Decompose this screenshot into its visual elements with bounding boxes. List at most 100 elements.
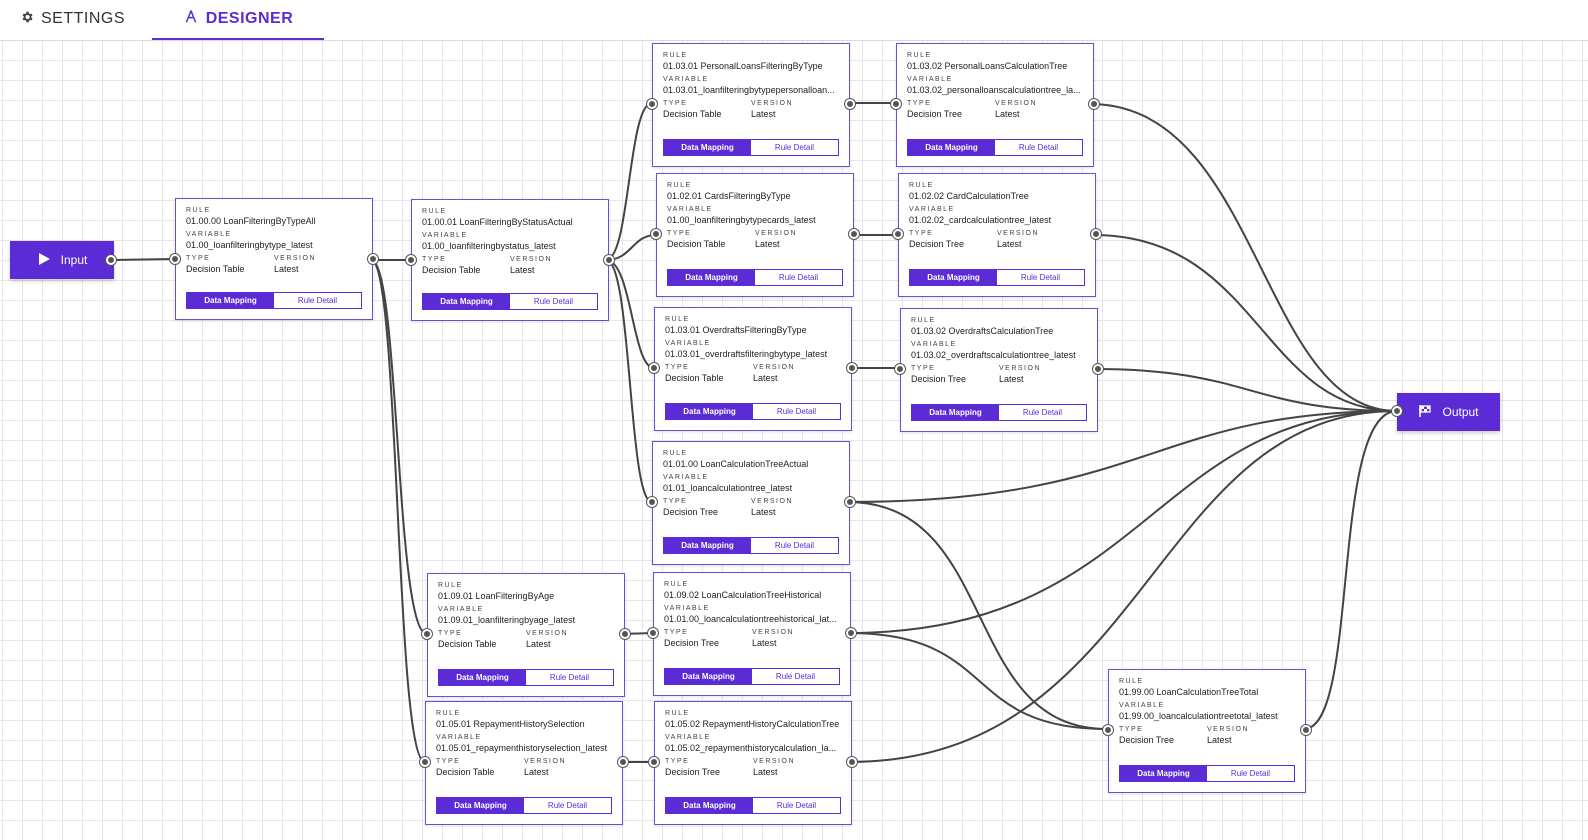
node-input-port[interactable]	[647, 99, 657, 109]
version-value: Latest	[753, 373, 778, 383]
node-output-port[interactable]	[847, 363, 857, 373]
rule-detail-button[interactable]: Rule Detail	[510, 294, 597, 309]
rule-name: 01.01.00 LoanCalculationTreeActual	[663, 459, 809, 469]
node-input-port[interactable]	[1103, 725, 1113, 735]
node-input-port[interactable]	[422, 629, 432, 639]
node-output-port[interactable]	[620, 629, 630, 639]
type-label: TYPE	[665, 364, 690, 371]
rule-detail-button[interactable]: Rule Detail	[751, 140, 838, 155]
rule-label: RULE	[664, 581, 689, 588]
data-mapping-button[interactable]: Data Mapping	[666, 798, 753, 813]
data-mapping-button[interactable]: Data Mapping	[423, 294, 510, 309]
input-node[interactable]: Input	[10, 241, 114, 279]
node-input-port[interactable]	[649, 757, 659, 767]
node-output-port[interactable]	[845, 99, 855, 109]
rule-node[interactable]: RULE 01.05.01 RepaymentHistorySelection …	[425, 701, 623, 825]
tab-settings[interactable]: SETTINGS	[20, 0, 125, 38]
output-node[interactable]: Output	[1397, 393, 1500, 431]
node-output-port[interactable]	[845, 497, 855, 507]
node-output-port[interactable]	[847, 757, 857, 767]
node-output-port[interactable]	[1301, 725, 1311, 735]
version-label: VERSION	[999, 365, 1042, 372]
rule-detail-button[interactable]: Rule Detail	[753, 404, 840, 419]
rule-node[interactable]: RULE 01.99.00 LoanCalculationTreeTotal V…	[1108, 669, 1306, 793]
node-output-port[interactable]	[846, 628, 856, 638]
data-mapping-button[interactable]: Data Mapping	[664, 140, 751, 155]
data-mapping-button[interactable]: Data Mapping	[665, 669, 752, 684]
rule-node[interactable]: RULE 01.00.00 LoanFilteringByTypeAll VAR…	[175, 198, 373, 320]
play-icon	[37, 252, 51, 269]
rule-detail-button[interactable]: Rule Detail	[274, 293, 361, 308]
node-input-port[interactable]	[895, 364, 905, 374]
rule-detail-button[interactable]: Rule Detail	[751, 538, 838, 553]
rule-node[interactable]: RULE 01.00.01 LoanFilteringByStatusActua…	[411, 199, 609, 321]
input-output-port[interactable]	[106, 255, 116, 265]
node-input-port[interactable]	[170, 254, 180, 264]
node-input-port[interactable]	[648, 628, 658, 638]
rule-detail-button[interactable]: Rule Detail	[995, 140, 1082, 155]
type-value: Decision Table	[438, 639, 497, 649]
rule-node[interactable]: RULE 01.03.01 PersonalLoansFilteringByTy…	[652, 43, 850, 167]
rule-node[interactable]: RULE 01.03.01 OverdraftsFilteringByType …	[654, 307, 852, 431]
version-label: VERSION	[526, 630, 569, 637]
data-mapping-button[interactable]: Data Mapping	[910, 270, 997, 285]
rule-detail-button[interactable]: Rule Detail	[526, 670, 613, 685]
version-label: VERSION	[755, 230, 798, 237]
variable-label: VARIABLE	[664, 605, 710, 612]
type-value: Decision Table	[667, 239, 726, 249]
rule-detail-button[interactable]: Rule Detail	[524, 798, 611, 813]
node-input-port[interactable]	[649, 363, 659, 373]
tab-designer[interactable]: DESIGNER	[152, 0, 324, 40]
data-mapping-button[interactable]: Data Mapping	[666, 404, 753, 419]
rule-node[interactable]: RULE 01.09.01 LoanFilteringByAge VARIABL…	[427, 573, 625, 697]
data-mapping-button[interactable]: Data Mapping	[1120, 766, 1207, 781]
node-actions: Data Mapping Rule Detail	[438, 669, 614, 686]
node-input-port[interactable]	[647, 497, 657, 507]
rule-name: 01.02.02 CardCalculationTree	[909, 191, 1029, 201]
node-output-port[interactable]	[368, 254, 378, 264]
rule-detail-button[interactable]: Rule Detail	[999, 405, 1086, 420]
rule-detail-button[interactable]: Rule Detail	[755, 270, 842, 285]
data-mapping-button[interactable]: Data Mapping	[437, 798, 524, 813]
node-output-port[interactable]	[849, 229, 859, 239]
rule-node[interactable]: RULE 01.09.02 LoanCalculationTreeHistori…	[653, 572, 851, 696]
data-mapping-button[interactable]: Data Mapping	[439, 670, 526, 685]
type-value: Decision Table	[663, 109, 722, 119]
node-input-port[interactable]	[406, 255, 416, 265]
node-output-port[interactable]	[618, 757, 628, 767]
data-mapping-button[interactable]: Data Mapping	[187, 293, 274, 308]
rule-detail-button[interactable]: Rule Detail	[1207, 766, 1294, 781]
node-output-port[interactable]	[604, 255, 614, 265]
rule-name: 01.99.00 LoanCalculationTreeTotal	[1119, 687, 1259, 697]
node-output-port[interactable]	[1089, 99, 1099, 109]
output-input-port[interactable]	[1392, 406, 1402, 416]
data-mapping-button[interactable]: Data Mapping	[664, 538, 751, 553]
rule-name: 01.00.01 LoanFilteringByStatusActual	[422, 217, 573, 227]
node-input-port[interactable]	[891, 99, 901, 109]
node-input-port[interactable]	[420, 757, 430, 767]
rule-node[interactable]: RULE 01.03.02 PersonalLoansCalculationTr…	[896, 43, 1094, 167]
node-output-port[interactable]	[1093, 364, 1103, 374]
data-mapping-button[interactable]: Data Mapping	[668, 270, 755, 285]
rule-detail-button[interactable]: Rule Detail	[753, 798, 840, 813]
rule-label: RULE	[438, 582, 463, 589]
data-mapping-button[interactable]: Data Mapping	[908, 140, 995, 155]
variable-name: 01.03.02_personalloanscalculationtree_la…	[907, 85, 1081, 95]
output-node-label: Output	[1442, 405, 1479, 419]
data-mapping-button[interactable]: Data Mapping	[912, 405, 999, 420]
rule-node[interactable]: RULE 01.02.01 CardsFilteringByType VARIA…	[656, 173, 854, 297]
rule-node[interactable]: RULE 01.05.02 RepaymentHistoryCalculatio…	[654, 701, 852, 825]
node-input-port[interactable]	[893, 229, 903, 239]
node-input-port[interactable]	[651, 229, 661, 239]
rule-detail-button[interactable]: Rule Detail	[997, 270, 1084, 285]
rule-detail-button[interactable]: Rule Detail	[752, 669, 839, 684]
variable-label: VARIABLE	[663, 474, 709, 481]
rule-node[interactable]: RULE 01.01.00 LoanCalculationTreeActual …	[652, 441, 850, 565]
variable-label: VARIABLE	[438, 606, 484, 613]
node-output-port[interactable]	[1091, 229, 1101, 239]
rule-node[interactable]: RULE 01.02.02 CardCalculationTree VARIAB…	[898, 173, 1096, 297]
rule-node[interactable]: RULE 01.03.02 OverdraftsCalculationTree …	[900, 308, 1098, 432]
version-value: Latest	[995, 109, 1020, 119]
variable-name: 01.01.00_loancalculationtreehistorical_l…	[664, 614, 837, 624]
version-label: VERSION	[753, 364, 796, 371]
